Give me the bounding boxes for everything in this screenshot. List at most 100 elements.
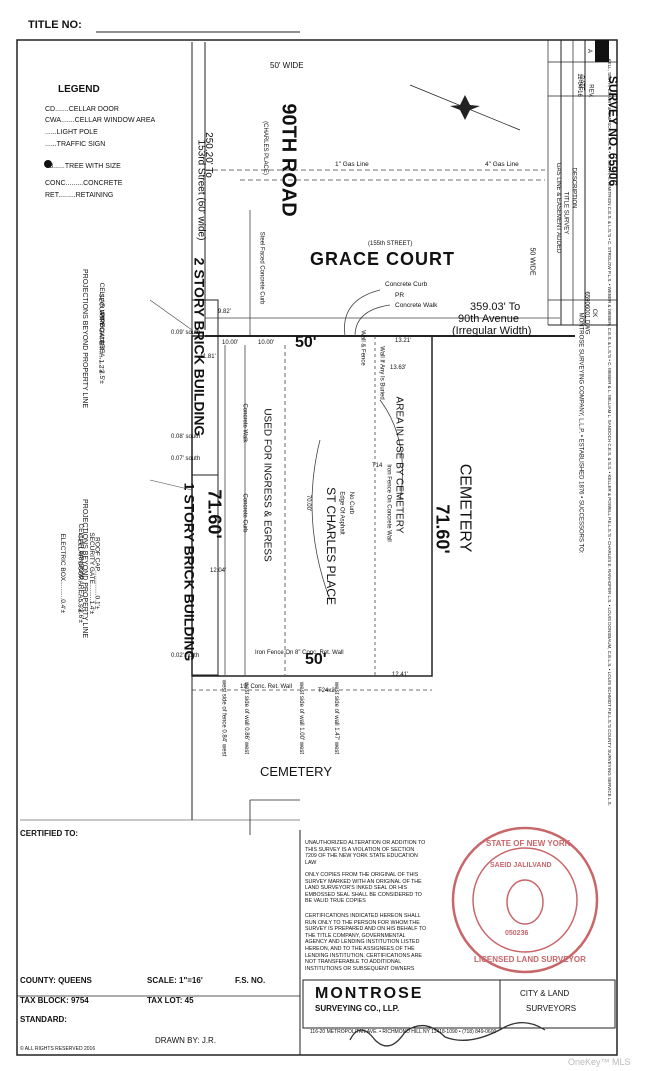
projection-item: SECURITY GATE.........1.4'± — [88, 532, 96, 615]
county: COUNTY: QUEENS — [20, 976, 92, 985]
distance-359-avenue: 90th Avenue — [458, 313, 519, 325]
survey-company: MONTROSE SURVEYING COMPANY, L.L.P. • EST… — [577, 312, 584, 554]
lot-left-dimension: 71.60' — [204, 489, 225, 539]
dim-label: Iron Fence On 8" Conc. Ret. Wall — [255, 650, 344, 656]
legend-item: CD.......CELLAR DOOR — [45, 106, 119, 113]
dim-label: No Curb — [348, 491, 355, 515]
street-name-grace-court: GRACE COURT — [310, 249, 455, 269]
seal-licensed: LICENSED LAND SURVEYOR — [474, 955, 586, 964]
survey-rev-header: REV. — [587, 84, 594, 98]
distance-label-2: 153rd Street (60' wide) — [195, 139, 207, 241]
surveyor-seal-icon — [451, 826, 599, 974]
dim-label: 12.41' — [392, 672, 409, 678]
notice-certifications: CERTIFICATIONS INDICATED HEREON SHALL RU… — [305, 913, 427, 972]
dim-label: Concrete Curb — [241, 493, 248, 533]
building-2-story: 2 STORY BRICK BUILDING — [191, 257, 208, 437]
tax-lot: TAX LOT: 45 — [147, 996, 194, 1005]
legend-item: CONC.........CONCRETE — [45, 180, 123, 187]
dim-label: 12.04' — [210, 568, 227, 574]
company-address: 116-20 METROPOLITAN AVE. • RICHMOND HILL… — [310, 1029, 497, 1035]
lot-rear-dimension: 50' — [305, 651, 327, 668]
legend-item: ......LIGHT POLE — [45, 129, 98, 136]
dim-label: Concrete Walk — [241, 403, 248, 443]
curb-label: Concrete Curb — [385, 281, 428, 288]
dim-label: 10.00' — [222, 340, 239, 346]
wall-note: west side of fence 0.84' west — [220, 679, 227, 757]
legend-item: RET.........RETAINING — [45, 192, 114, 199]
cemetery-label-right: CEMETERY — [456, 463, 474, 553]
wall-note: west side of wall 0.86' west — [243, 681, 250, 755]
survey-row-desc: TITLE SURVEY — [562, 191, 569, 235]
dim-label: 19" Conc. Ret. Wall — [240, 684, 292, 690]
survey-row-date: 11-04-16 — [575, 73, 582, 97]
company-logo-sub: SURVEYING CO., LLP. — [315, 1004, 400, 1013]
projections-title: PROJECTIONS BEYOND PROPERTY LINE — [81, 269, 88, 408]
dim-label: Wall If Any Is Buried — [378, 346, 385, 400]
surveyors: SURVEYORS — [526, 1004, 577, 1013]
standard: STANDARD: — [20, 1015, 67, 1024]
seal-number: 050236 — [505, 930, 529, 937]
north-arrow-icon — [409, 84, 521, 131]
street-name-90th-road: 90TH ROAD — [277, 103, 300, 217]
dim-label: T24x2 — [318, 688, 335, 694]
legend-item: ......TRAFFIC SIGN — [45, 141, 106, 148]
street-alt-name-155th: (155th STREET) — [368, 241, 413, 247]
dim-label: 0.02' north — [171, 653, 200, 659]
dim-label: Wall & Fence — [359, 330, 366, 366]
building-1-story: 1 STORY BRICK BUILDING — [181, 482, 198, 662]
dim-label: T14 — [372, 463, 383, 469]
dim-label: 0.09' south — [171, 330, 201, 336]
signature-icon — [349, 1022, 546, 1047]
watermark: OneKey™ MLS — [568, 1057, 631, 1067]
title-no-label: TITLE NO: — [28, 19, 82, 31]
dim-label: 70.00' — [305, 494, 312, 512]
lot-right-dimension: 71.60' — [432, 504, 453, 554]
dim-label: 13.63' — [390, 365, 407, 371]
gas-line-label: 4" Gas Line — [485, 161, 519, 168]
tree-icon — [44, 160, 52, 168]
projection-item: PIPE.......0.3'± — [97, 312, 105, 354]
seal-state: STATE OF NEW YORK — [486, 839, 571, 848]
dim-label: 13.21' — [395, 338, 412, 344]
projection-item: CELLAR WINDOW AREA......2.6'± — [76, 523, 84, 623]
legend-item: T8......TREE WITH SIZE — [45, 163, 121, 170]
drawn-by: DRAWN BY: J.R. — [155, 1036, 217, 1045]
street-width-top: 50' WIDE — [270, 61, 304, 70]
survey-successors: KELL, SMITH, CONDIT & SIMPSON C.E.S.'S •… — [606, 58, 612, 806]
survey-description-header: DESCRIPTION — [570, 167, 577, 209]
legend-title: LEGEND — [58, 84, 100, 95]
pr-label: PR — [395, 292, 405, 299]
court-width: 50 WIDE — [528, 247, 536, 276]
dim-label: 11.81' — [200, 354, 216, 360]
distance-359-width: (Irregular Width) — [452, 325, 532, 337]
city-land: CITY & LAND — [520, 989, 570, 998]
steel-curb-label: Steel Faced Concrete Curb — [258, 231, 265, 305]
fs-no: F.S. NO. — [235, 976, 266, 985]
gas-line-label: 1" Gas Line — [335, 161, 369, 168]
dim-label: 0.08' south — [171, 434, 201, 440]
wall-note: west side of wall 1.00' west — [298, 681, 305, 755]
walk-label: Concrete Walk — [395, 302, 438, 309]
survey-row-rev: A — [586, 48, 593, 54]
survey-file: 65906001.DWG — [583, 291, 590, 335]
street-alt-name: (CHARLES PLACE) — [261, 121, 268, 175]
seal-name: SAEID JALILVAND — [490, 862, 552, 869]
cemetery-use: AREA IN USE BY CEMETERY — [393, 396, 405, 534]
wall-note: west side of wall 1.47' west — [333, 681, 340, 755]
dim-label: 9.82' — [218, 309, 231, 315]
distance-359: 359.03' To — [470, 301, 521, 313]
survey-ck-header: CK — [591, 308, 598, 318]
certified-to-label: CERTIFIED TO: — [20, 829, 79, 838]
notice-alteration: UNAUTHORIZED ALTERATION OR ADDITION TO T… — [305, 840, 426, 866]
dim-label: 0.07' south — [171, 456, 201, 462]
lot-name: ST CHARLES PLACE — [323, 487, 338, 605]
dim-label: Edge Of Asphalt — [338, 491, 345, 535]
survey-row-desc: GAS LINE & EASEMENT ADDED — [555, 162, 562, 254]
notice-copies: ONLY COPIES FROM THE ORIGINAL OF THIS SU… — [305, 872, 422, 905]
dim-label: 10.00' — [258, 340, 275, 346]
tax-block: TAX BLOCK: 9754 — [20, 996, 89, 1005]
scale: SCALE: 1"=16' — [147, 976, 203, 985]
company-logo: MONTROSE — [315, 985, 424, 1002]
lot-use: USED FOR INGRESS & EGRESS — [261, 408, 273, 562]
